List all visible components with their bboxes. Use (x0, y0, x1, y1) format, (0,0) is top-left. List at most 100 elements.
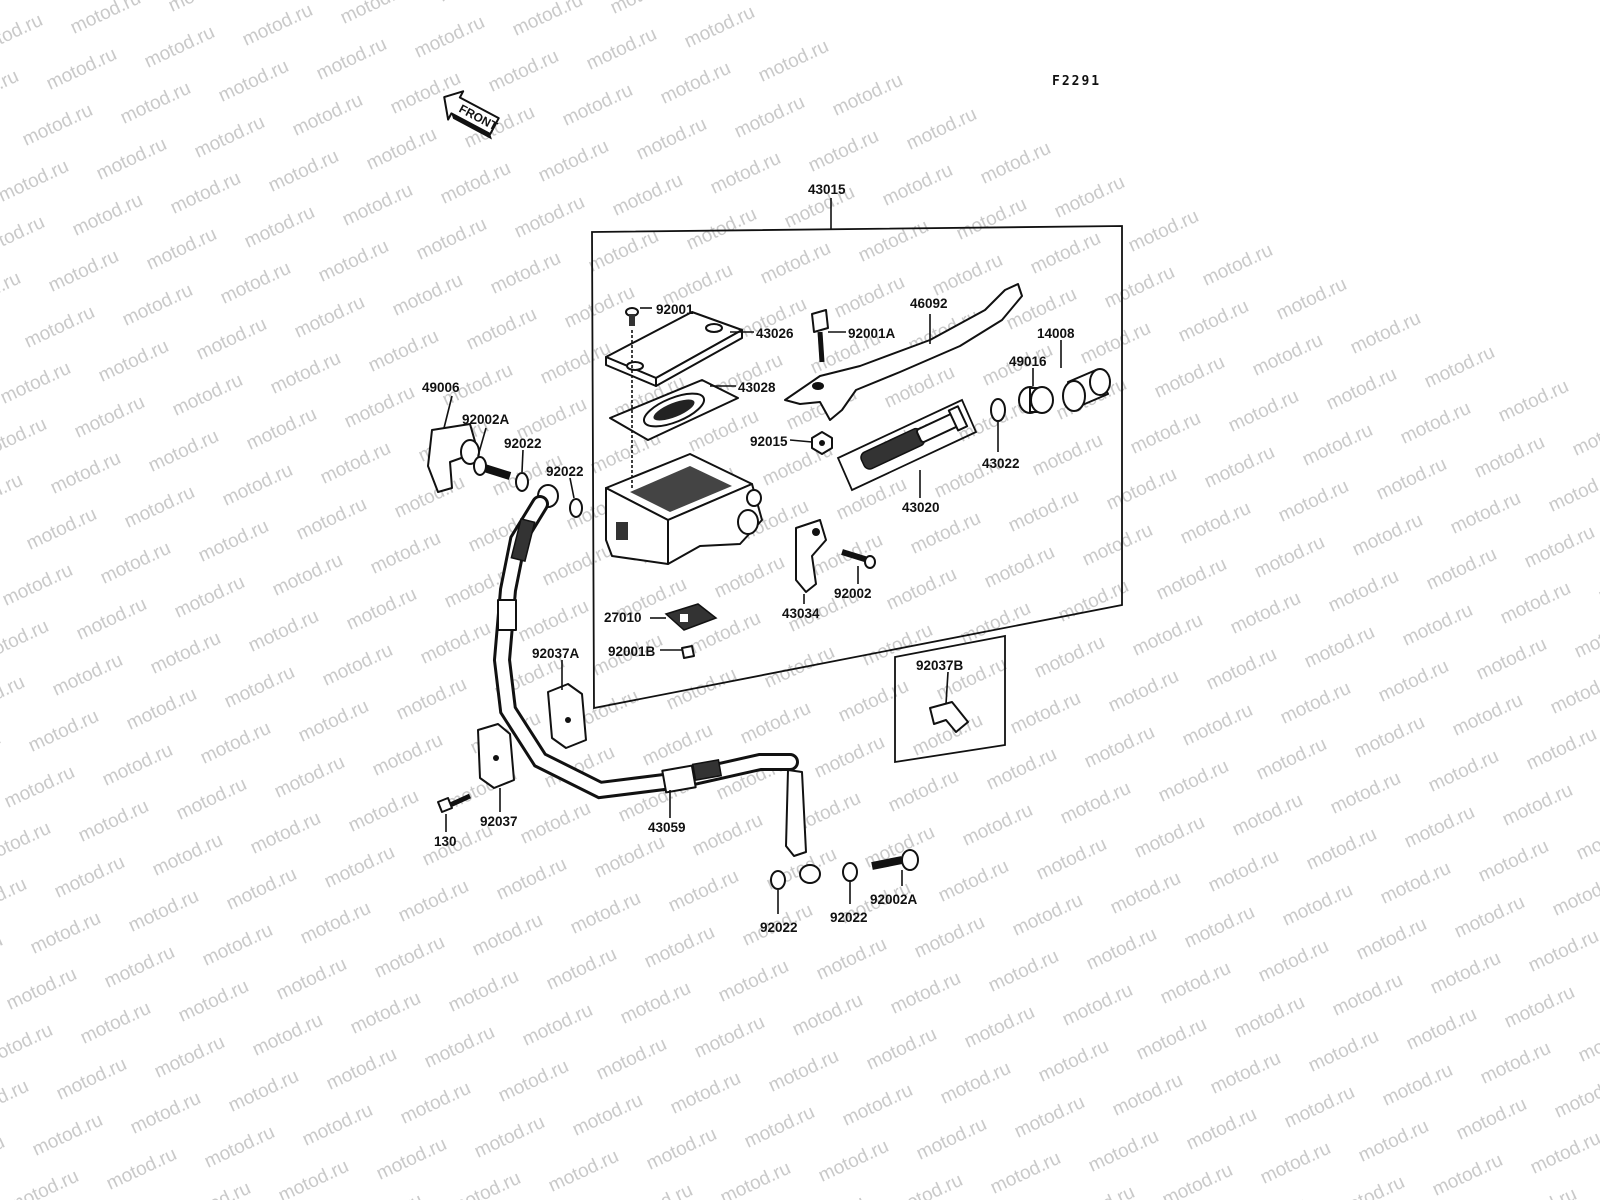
watermark-text: motod.ru (1057, 778, 1134, 829)
watermark-text: motod.ru (913, 1114, 990, 1165)
watermark-text: motod.ru (839, 1080, 916, 1131)
callout-92001B: 92001B (608, 644, 656, 659)
watermark-text: motod.ru (369, 730, 446, 781)
watermark-text: motod.ru (1031, 632, 1108, 683)
clutch-lever-46092-icon (784, 283, 1023, 421)
watermark-text: motod.ru (97, 538, 174, 589)
washer-92022-b-icon (569, 498, 583, 518)
watermark-text: motod.ru (1425, 746, 1502, 797)
watermark-text: motod.ru (99, 740, 176, 791)
watermark-text: motod.ru (267, 348, 344, 399)
watermark-text: motod.ru (885, 766, 962, 817)
watermark-text: motod.ru (1497, 578, 1574, 629)
watermark-text: motod.ru (323, 1044, 400, 1095)
watermark-text: motod.ru (755, 36, 832, 87)
watermark-text: motod.ru (1157, 958, 1234, 1009)
watermark-text: motod.ru (0, 66, 22, 117)
watermark-text: motod.ru (539, 540, 616, 591)
watermark-text: motod.ru (1331, 1172, 1408, 1200)
watermark-text: motod.ru (27, 908, 104, 959)
watermark-text: motod.ru (1101, 262, 1178, 313)
switch-27010-icon (664, 603, 718, 631)
watermark-text: motod.ru (0, 0, 70, 5)
master-cylinder-body-icon (605, 330, 763, 565)
watermark-text: motod.ru (1323, 364, 1400, 415)
watermark-text: motod.ru (815, 1136, 892, 1187)
watermark-text: motod.ru (981, 542, 1058, 593)
watermark-text: motod.ru (47, 448, 124, 499)
watermark-text: motod.ru (977, 138, 1054, 189)
watermark-text: motod.ru (1279, 880, 1356, 931)
watermark-text: motod.ru (559, 80, 636, 131)
watermark-text: motod.ru (1347, 308, 1424, 359)
watermark-text: motod.ru (1277, 678, 1354, 729)
watermark-text: motod.ru (1499, 780, 1576, 831)
watermark-text: motod.ru (1429, 1150, 1506, 1200)
watermark-text: motod.ru (0, 874, 30, 925)
watermark-text: motod.ru (273, 954, 350, 1005)
watermark-text: motod.ru (0, 268, 24, 319)
watermark-text: motod.ru (51, 852, 128, 903)
watermark-text: motod.ru (985, 946, 1062, 997)
callout-92001: 92001 (656, 302, 694, 317)
watermark-text: motod.ru (0, 212, 48, 263)
watermark-text: motod.ru (239, 0, 316, 51)
watermark-text: motod.ru (633, 114, 710, 165)
watermark-text: motod.ru (1007, 688, 1084, 739)
watermark-text: motod.ru (1353, 914, 1430, 965)
watermark-text: motod.ru (53, 1054, 130, 1105)
watermark-text: motod.ru (1449, 690, 1526, 741)
watermark-text: motod.ru (1205, 846, 1282, 897)
watermark-text: motod.ru (765, 1046, 842, 1097)
callout-27010: 27010 (604, 610, 642, 625)
watermark-text: motod.ru (487, 248, 564, 299)
watermark-text: motod.ru (143, 224, 220, 275)
callout-43022: 43022 (982, 456, 1020, 471)
watermark-text: motod.ru (1447, 488, 1524, 539)
watermark-text: motod.ru (1547, 668, 1600, 719)
watermark-text: motod.ru (19, 100, 96, 151)
watermark-text: motod.ru (341, 382, 418, 433)
watermark-text: motod.ru (435, 0, 512, 7)
watermark-text: motod.ru (247, 808, 324, 859)
washer-43022-icon (990, 398, 1006, 422)
watermark-text: motod.ru (249, 1010, 326, 1061)
washer-92022-a-icon (515, 472, 529, 492)
watermark-text: motod.ru (43, 44, 120, 95)
watermark-text: motod.ru (1471, 432, 1548, 483)
watermark-text: motod.ru (665, 866, 742, 917)
callout-92022-b: 92022 (546, 464, 584, 479)
watermark-text: motod.ru (389, 270, 466, 321)
callout-43015: 43015 (808, 182, 846, 197)
watermark-text: motod.ru (0, 358, 74, 409)
callout-49016: 49016 (1009, 354, 1047, 369)
clip-92037B-icon (929, 701, 969, 733)
watermark-text: motod.ru (1175, 296, 1252, 347)
watermark-text: motod.ru (393, 674, 470, 725)
watermark-text: motod.ru (1011, 1092, 1088, 1143)
watermark-text: motod.ru (1133, 1014, 1210, 1065)
watermark-text: motod.ru (1475, 836, 1552, 887)
watermark-text: motod.ru (583, 24, 660, 75)
watermark-text: motod.ru (343, 584, 420, 635)
watermark-text: motod.ru (77, 998, 154, 1049)
washer-92022-c-icon (770, 870, 786, 890)
watermark-text: motod.ru (957, 598, 1034, 649)
watermark-text: motod.ru (1545, 466, 1600, 517)
watermark-text: motod.ru (0, 560, 76, 611)
watermark-text: motod.ru (445, 966, 522, 1017)
watermark-text: motod.ru (173, 774, 250, 825)
watermark-text: motod.ru (1503, 1184, 1580, 1200)
watermark-text: motod.ru (663, 664, 740, 715)
watermark-text: motod.ru (691, 1012, 768, 1063)
watermark-text: motod.ru (289, 90, 366, 141)
watermark-text: motod.ru (119, 280, 196, 331)
watermark-text: motod.ru (1125, 206, 1202, 257)
watermark-text: motod.ru (1153, 554, 1230, 605)
watermark-text: motod.ru (1103, 464, 1180, 515)
watermark-text: motod.ru (1377, 858, 1454, 909)
diaphragm-43028-icon (609, 379, 739, 441)
watermark-text: motod.ru (291, 292, 368, 343)
watermark-text: motod.ru (245, 606, 322, 657)
